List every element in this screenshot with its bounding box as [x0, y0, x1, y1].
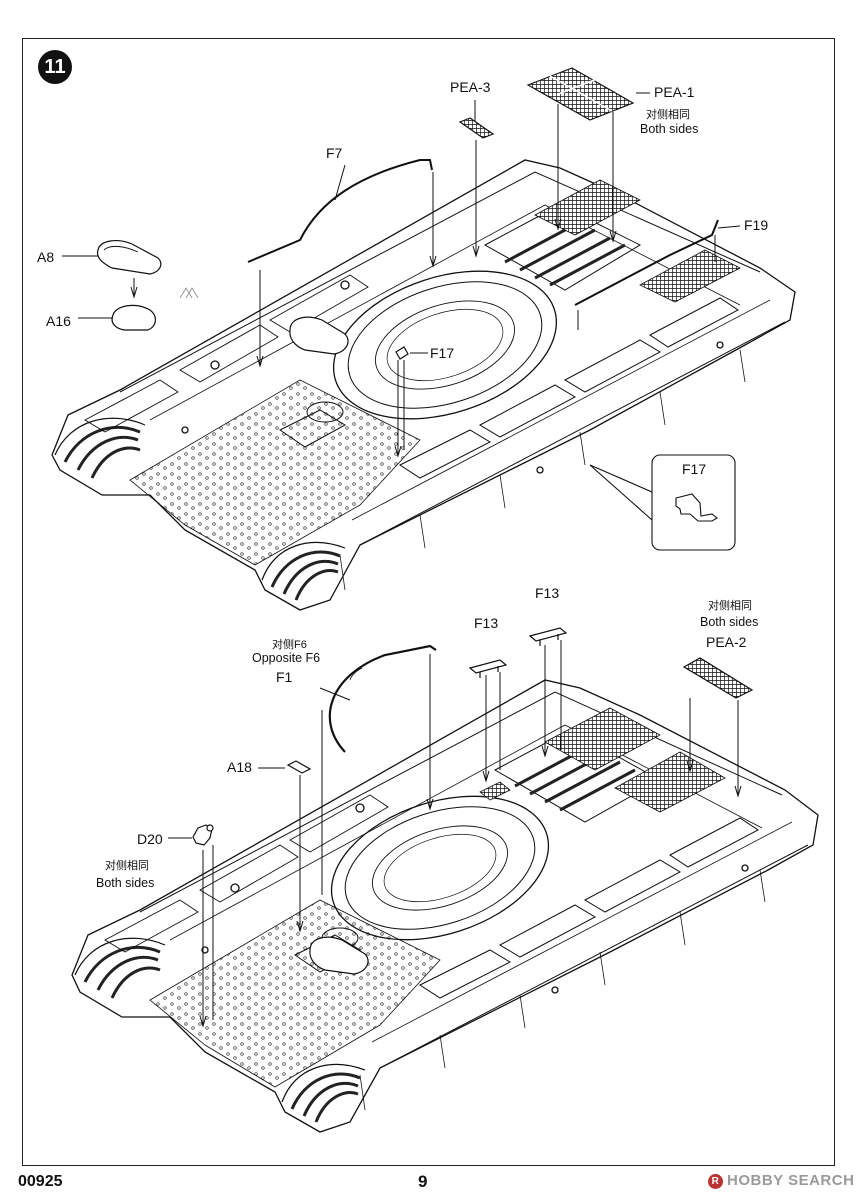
label-pea2-note-en: Both sides [700, 615, 759, 629]
label-a18: A18 [227, 759, 252, 775]
page-frame [22, 38, 835, 1166]
label-f1: F1 [276, 669, 293, 685]
f13-left-part [468, 659, 508, 674]
top-glacis-plate [129, 379, 421, 566]
bottom-rear-grille [544, 707, 661, 771]
top-turret-ring [332, 270, 558, 420]
label-f17-detail: F17 [682, 461, 707, 477]
f7-part [247, 159, 433, 263]
label-pea2: PEA-2 [706, 634, 747, 650]
page-number: 9 [418, 1172, 428, 1191]
bottom-glacis-plate [149, 899, 441, 1088]
a8-installed-bottom [309, 936, 369, 975]
watermark-logo-icon: R [708, 1174, 723, 1189]
bottom-guide-lines [168, 640, 742, 1028]
label-pea1-note-cn: 对侧相同 [646, 109, 690, 121]
top-hull-drawing [51, 159, 796, 611]
f17-part [395, 346, 409, 360]
label-pea1: PEA-1 [654, 84, 695, 100]
product-code: 00925 [18, 1173, 63, 1190]
bottom-hull-drawing [71, 679, 819, 1133]
a8-installed [289, 316, 349, 355]
pea3-part [458, 117, 495, 139]
watermark: R HOBBY SEARCH [708, 1172, 854, 1189]
label-f1-note-en: Opposite F6 [252, 651, 321, 665]
step-number-badge: 11 [38, 50, 72, 84]
label-f1-note-cn: 对侧F6 [272, 639, 307, 651]
label-pea2-note-cn: 对侧相同 [708, 600, 752, 612]
watermark-text: HOBBY SEARCH [727, 1172, 855, 1189]
label-f17: F17 [430, 345, 455, 361]
label-f7: F7 [326, 145, 343, 161]
label-d20-note-en: Both sides [96, 876, 155, 890]
a16-part [111, 304, 156, 331]
label-d20-note-cn: 对侧相同 [105, 860, 149, 872]
bottom-turret-ring [330, 795, 550, 941]
label-pea3: PEA-3 [450, 79, 491, 95]
label-f13-left: F13 [474, 615, 499, 631]
top-guide-lines [62, 92, 741, 458]
f17-detail-part [675, 493, 718, 522]
pea2-part [682, 657, 754, 699]
f1-part [328, 644, 437, 753]
label-f13-right: F13 [535, 585, 560, 601]
bottom-parts [192, 627, 754, 975]
label-pea1-note-en: Both sides [640, 122, 699, 136]
label-a8: A8 [37, 249, 55, 265]
label-a16: A16 [46, 313, 71, 329]
a18-part [286, 760, 312, 774]
label-d20: D20 [137, 831, 163, 847]
top-parts [96, 67, 719, 360]
f13-right-part [528, 627, 568, 642]
f19-part [574, 219, 719, 306]
f17-detail-callout [589, 454, 736, 551]
label-f19: F19 [744, 217, 769, 233]
a8-part [96, 240, 162, 275]
top-rear-grille [534, 179, 641, 236]
